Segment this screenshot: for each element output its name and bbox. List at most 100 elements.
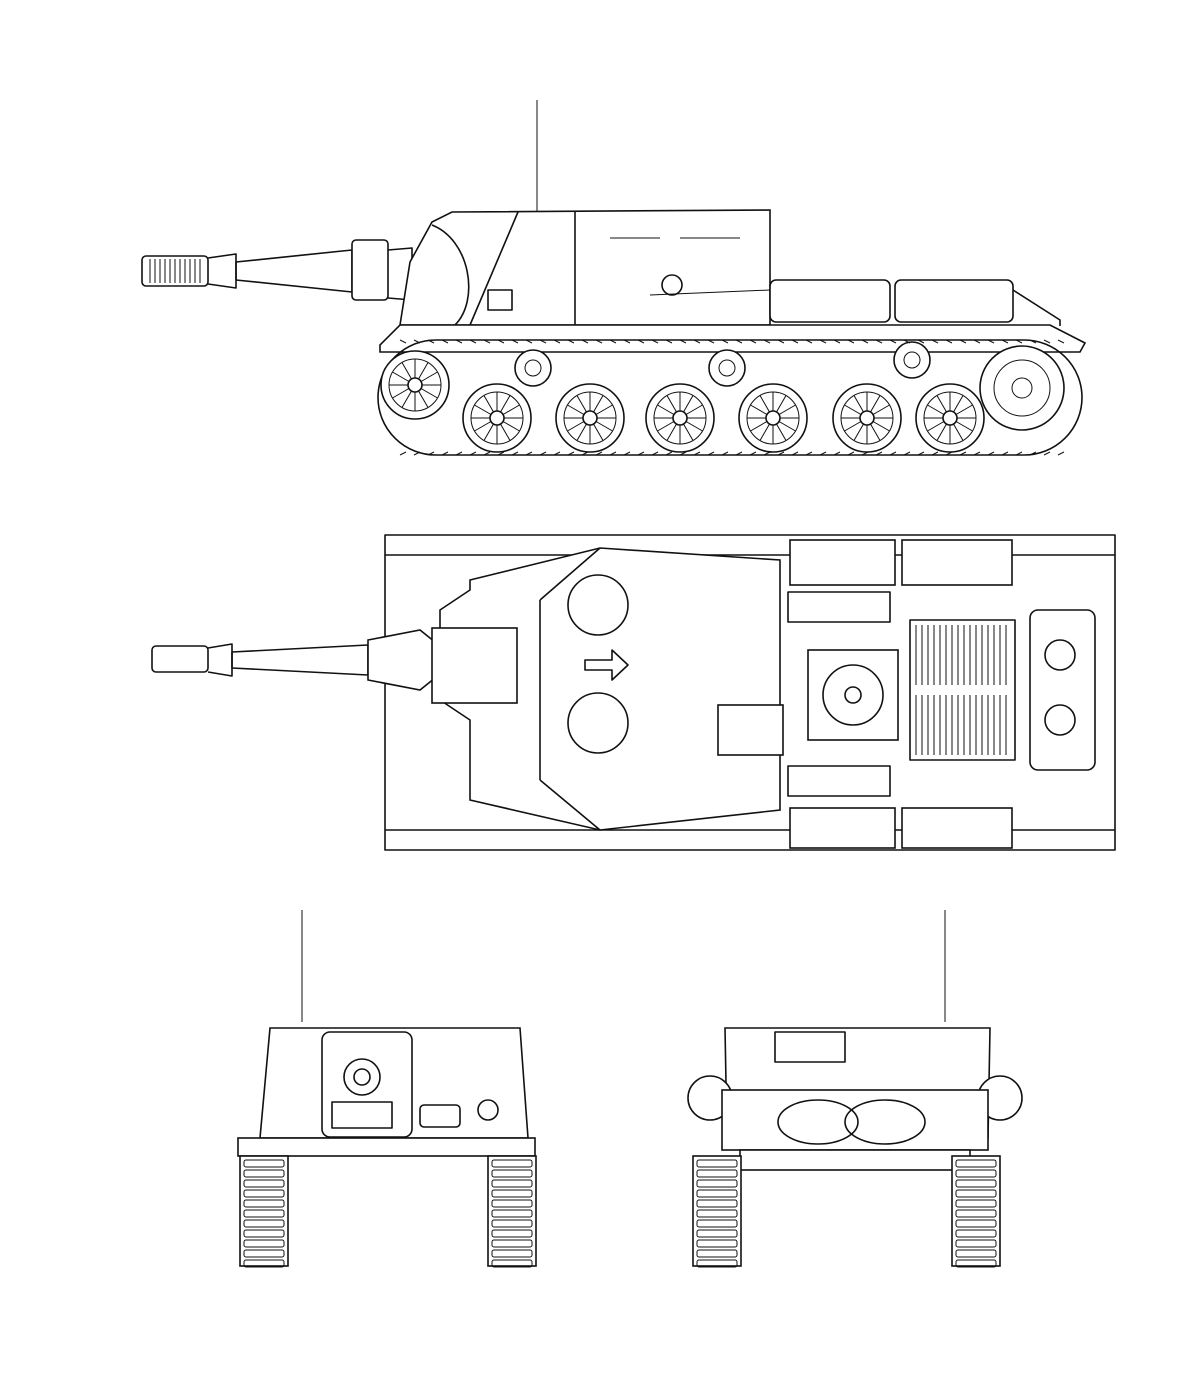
track-link	[791, 339, 799, 344]
top-view	[151, 534, 1116, 851]
track-link	[1001, 451, 1009, 456]
track-link	[511, 451, 519, 456]
engine-access-plate	[807, 649, 899, 741]
track-link	[609, 339, 617, 344]
track-link	[833, 451, 841, 456]
track-link	[399, 339, 407, 344]
top-outline	[384, 534, 1116, 851]
rear-deck-boxes	[769, 279, 1061, 326]
road-wheel	[645, 383, 715, 453]
track-link	[721, 339, 729, 344]
running-gear	[380, 339, 1065, 456]
road-wheel	[915, 383, 985, 453]
track-link	[427, 339, 435, 344]
loader-hatch	[567, 692, 629, 754]
track-link	[889, 451, 897, 456]
track-link	[847, 451, 855, 456]
track-link	[749, 339, 757, 344]
track-link	[427, 451, 435, 456]
track-link	[483, 451, 491, 456]
road-wheel	[462, 383, 532, 453]
track-link	[511, 339, 519, 344]
drive-sprocket	[979, 345, 1065, 431]
track-link	[777, 451, 785, 456]
track-link	[455, 339, 463, 344]
track-link	[749, 451, 757, 456]
track-link	[637, 451, 645, 456]
track-link	[819, 451, 827, 456]
track-link	[805, 451, 813, 456]
track-link	[637, 339, 645, 344]
engine-grille	[909, 619, 1016, 761]
track-link	[693, 451, 701, 456]
road-wheel	[380, 350, 450, 420]
track-link	[861, 339, 869, 344]
track-link	[469, 451, 477, 456]
return-roller	[893, 341, 931, 379]
track-link	[497, 339, 505, 344]
track-link	[847, 339, 855, 344]
track-link	[413, 339, 421, 344]
track-link	[805, 339, 813, 344]
track-link	[651, 451, 659, 456]
track-link	[973, 339, 981, 344]
track-link	[1029, 451, 1037, 456]
track-link	[763, 451, 771, 456]
track-link	[693, 339, 701, 344]
track-face	[951, 1155, 1001, 1268]
track-link	[1057, 339, 1065, 344]
track-link	[595, 451, 603, 456]
track-link	[623, 339, 631, 344]
track-link	[889, 339, 897, 344]
track-link	[1043, 451, 1051, 456]
track-link	[875, 451, 883, 456]
track-link	[665, 451, 673, 456]
track-link	[651, 339, 659, 344]
track-link	[525, 339, 533, 344]
track-face	[692, 1155, 742, 1268]
track-link	[833, 339, 841, 344]
track-link	[497, 451, 505, 456]
track-link	[469, 339, 477, 344]
track-link	[441, 339, 449, 344]
track-link	[819, 339, 827, 344]
track-link	[735, 339, 743, 344]
track-link	[399, 451, 407, 456]
track-link	[735, 451, 743, 456]
rear-view	[687, 910, 1023, 1268]
track-link	[1029, 339, 1037, 344]
track-link	[917, 339, 925, 344]
track-link	[721, 451, 729, 456]
track-link	[1015, 451, 1023, 456]
gun-barrel	[141, 239, 413, 301]
road-wheel	[555, 383, 625, 453]
track-link	[1057, 451, 1065, 456]
track-link	[987, 451, 995, 456]
commander-hatch	[567, 574, 629, 636]
track-link	[567, 451, 575, 456]
track-link	[623, 451, 631, 456]
return-roller	[708, 349, 746, 387]
track-link	[553, 451, 561, 456]
track-link	[973, 451, 981, 456]
track-link	[875, 339, 883, 344]
track-face	[487, 1155, 537, 1268]
superstructure	[399, 209, 771, 326]
track	[377, 339, 1083, 456]
track-face	[239, 1155, 289, 1268]
muzzle-brake-slots	[149, 259, 201, 283]
track-link	[707, 451, 715, 456]
top-gun	[151, 627, 518, 704]
track-link	[959, 339, 967, 344]
track-link	[903, 451, 911, 456]
track-link	[539, 339, 547, 344]
track-link	[861, 451, 869, 456]
track-link	[791, 451, 799, 456]
front-view	[237, 910, 537, 1268]
track-link	[455, 451, 463, 456]
track-link	[1015, 339, 1023, 344]
gun-mantlet	[431, 627, 518, 704]
side-view	[141, 100, 1087, 456]
track-link	[525, 451, 533, 456]
return-roller	[514, 349, 552, 387]
